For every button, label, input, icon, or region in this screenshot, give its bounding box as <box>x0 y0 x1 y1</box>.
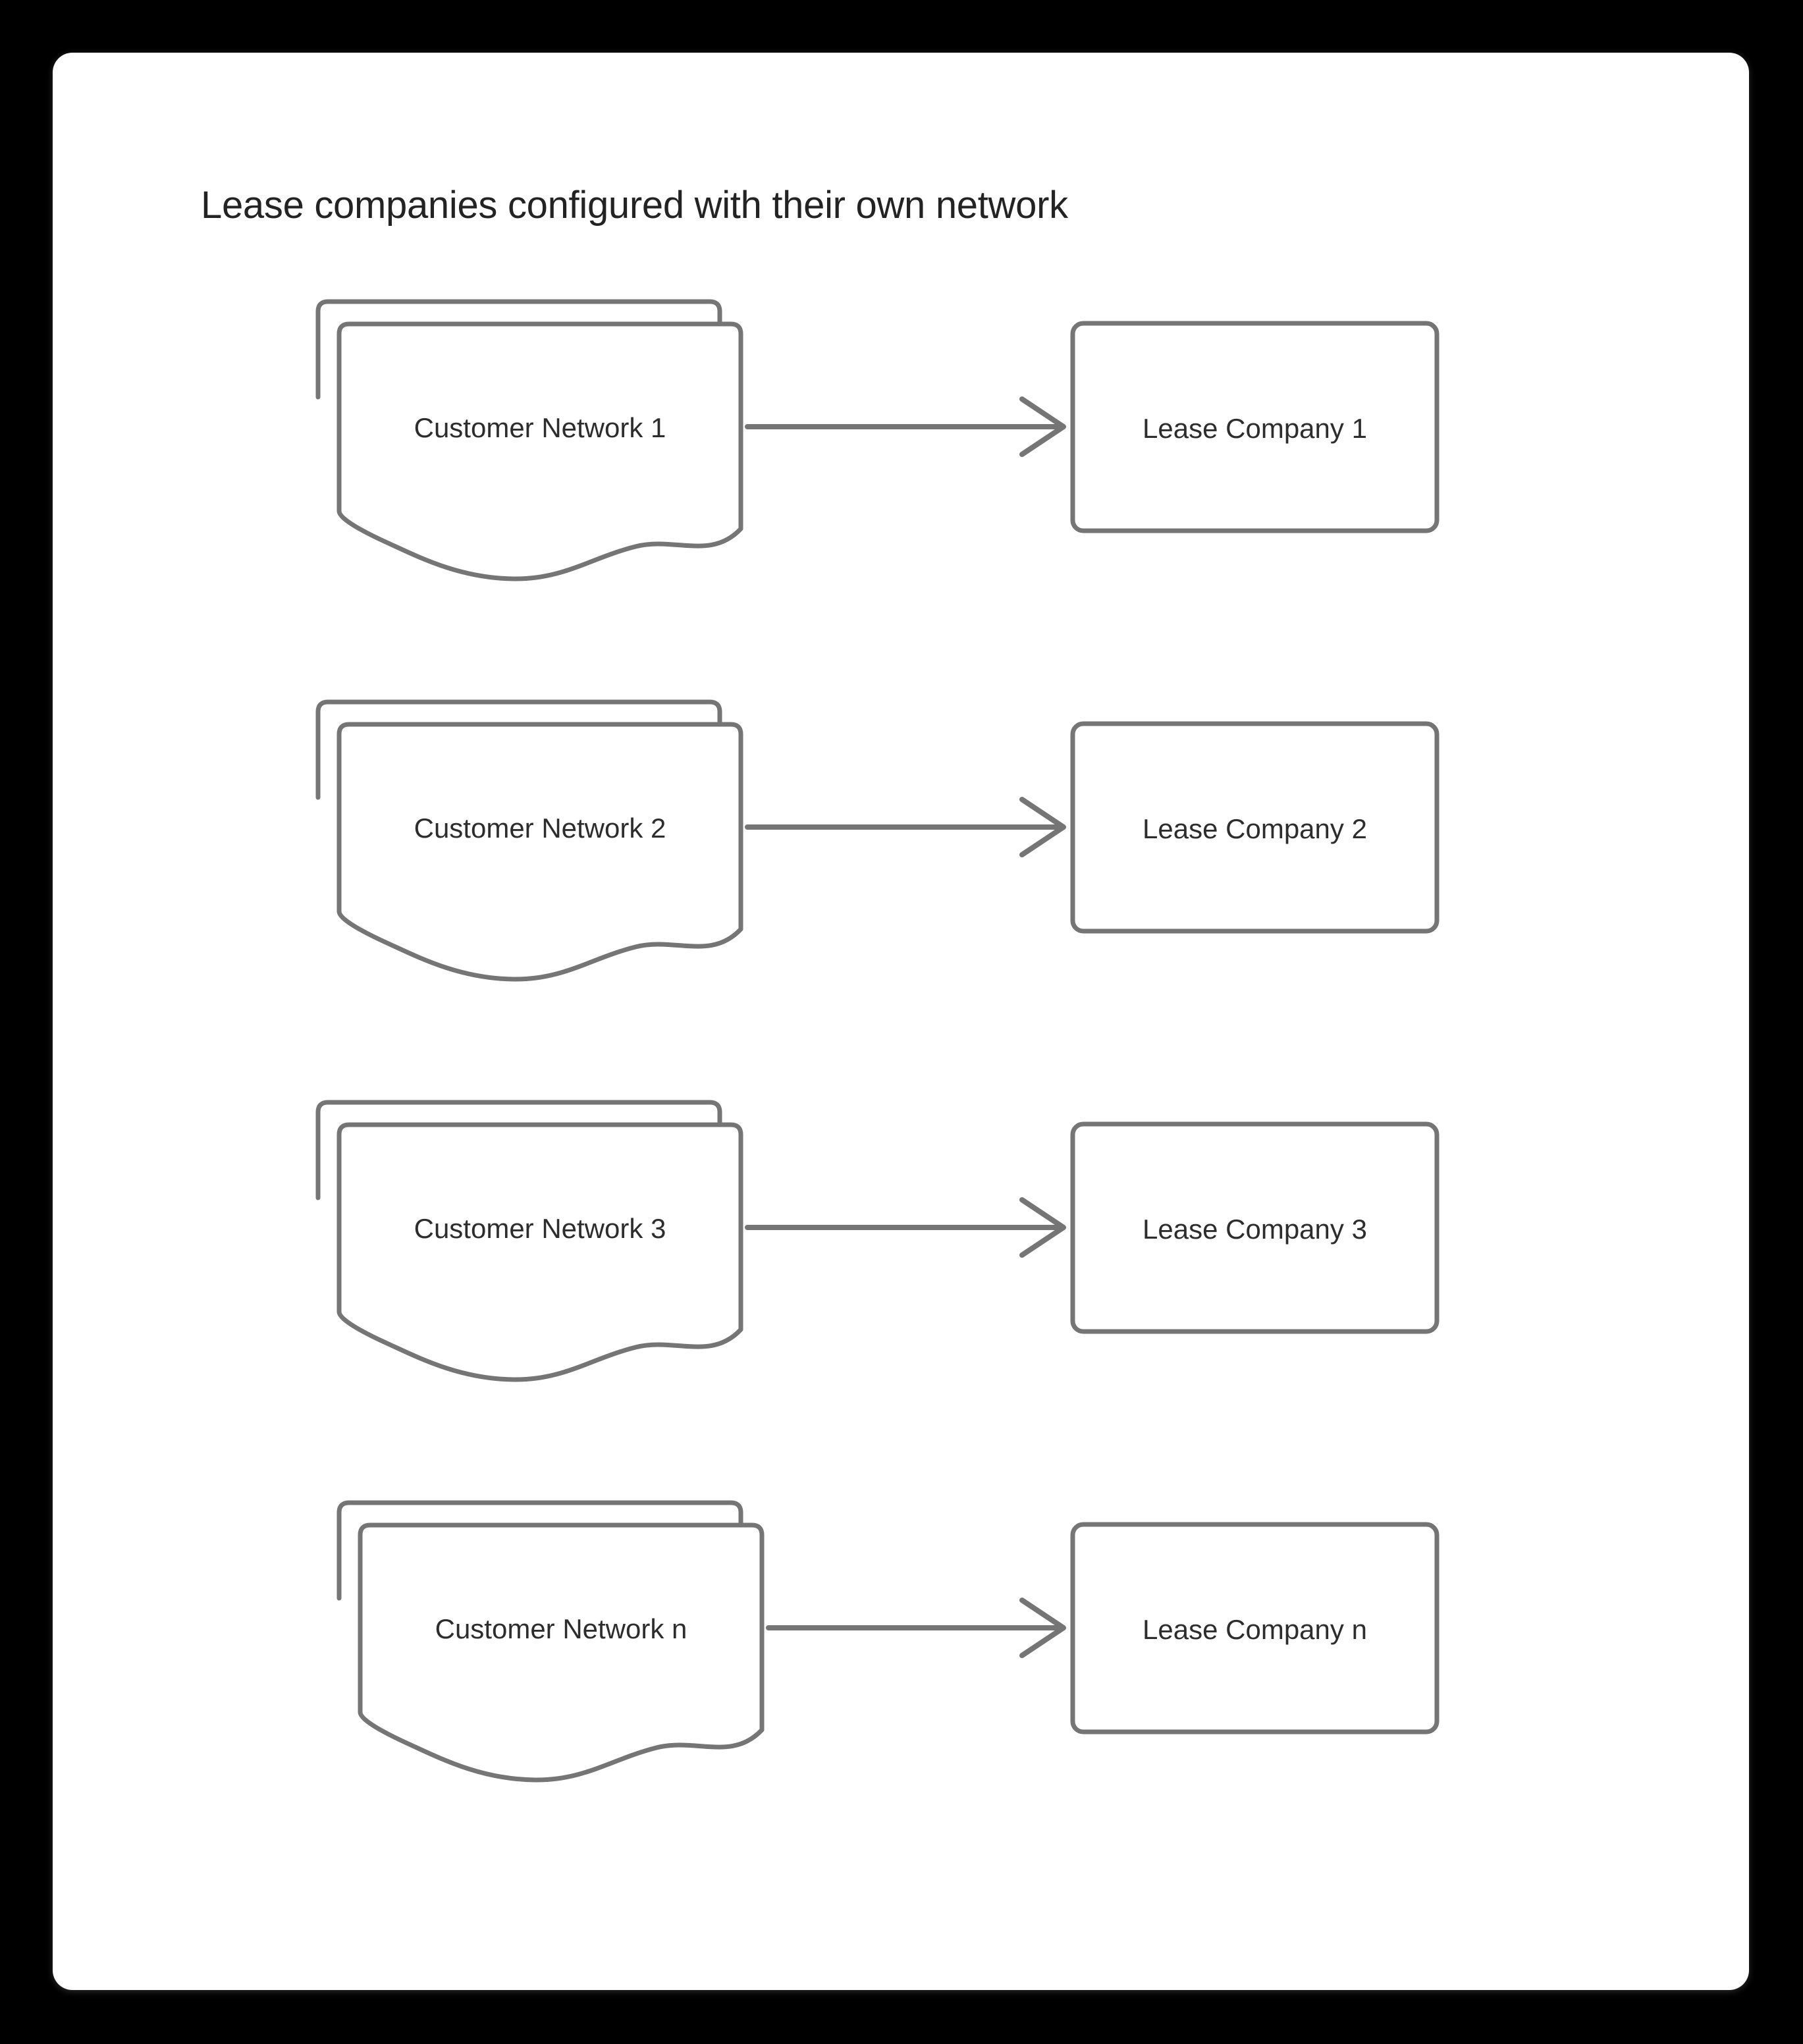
source-document-3 <box>336 1122 743 1382</box>
target-box-1 <box>1070 321 1440 533</box>
source-label-2: Customer Network 2 <box>414 813 666 844</box>
target-label-2: Lease Company 2 <box>1143 813 1367 844</box>
target-box-4 <box>1070 1522 1440 1735</box>
target-label-3: Lease Company 3 <box>1143 1214 1367 1245</box>
diagram-row-3: Customer Network 3 Lease Company 3 <box>53 1092 1803 1409</box>
diagram-row-2: Customer Network 2 Lease Company 2 <box>53 692 1803 1008</box>
source-back-sheet-1 <box>315 299 722 400</box>
source-label-1: Customer Network 1 <box>414 412 666 443</box>
source-back-sheet-2 <box>315 699 722 800</box>
row-2-graphics <box>315 699 1440 982</box>
arrow-head-1 <box>1019 396 1066 457</box>
page-title: Lease companies configured with their ow… <box>201 184 1068 227</box>
source-back-sheet-4 <box>336 1500 743 1601</box>
target-label-1: Lease Company 1 <box>1143 413 1367 444</box>
row-1-graphics <box>315 299 1440 581</box>
arrow-head-2 <box>1019 797 1066 857</box>
row-3-graphics <box>315 1100 1440 1382</box>
diagram-card: Lease companies configured with their ow… <box>53 53 1749 1990</box>
source-document-1 <box>336 321 743 581</box>
arrow-head-3 <box>1019 1197 1066 1258</box>
arrow-head-4 <box>1019 1598 1066 1658</box>
source-document-4 <box>358 1522 765 1783</box>
diagram-row-1: Customer Network 1 Lease Company 1 <box>53 292 1803 608</box>
row-4-graphics <box>336 1500 1440 1783</box>
target-label-4: Lease Company n <box>1143 1614 1367 1645</box>
source-back-sheet-3 <box>315 1100 722 1200</box>
target-box-3 <box>1070 1121 1440 1334</box>
target-box-2 <box>1070 721 1440 934</box>
source-label-3: Customer Network 3 <box>414 1213 666 1244</box>
diagram-row-4: Customer Network n Lease Company n <box>53 1493 1803 1809</box>
source-label-4: Customer Network n <box>435 1613 687 1644</box>
source-document-2 <box>336 722 743 982</box>
